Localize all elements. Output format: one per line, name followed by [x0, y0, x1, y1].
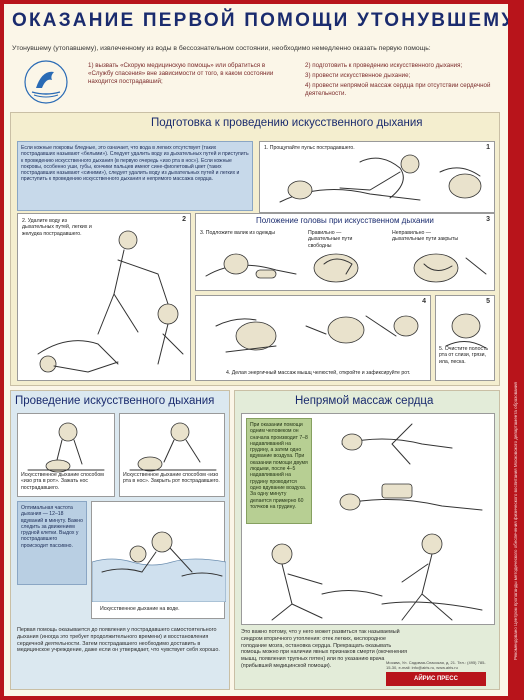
breath-panel-a: Искусственное дыхание способом «изо рта …	[17, 413, 115, 497]
massage-section: Непрямой массаж сердца При оказании помо…	[234, 390, 500, 690]
panel-5: 5 5. Очистите полость рта от слизи, гряз…	[435, 295, 495, 381]
panel-3: Положение головы при искусственном дыхан…	[195, 213, 495, 291]
panel-4-number: 4	[422, 298, 426, 305]
step-3: 3) провести искусственное дыхание;	[305, 72, 411, 79]
panel-3-caption-b: Правильно — дыхательные пути свободны	[308, 230, 353, 249]
panel-3-caption-c: Неправильно — дыхательные пути закрыты	[392, 230, 459, 243]
steps-list: 1) вызвать «Скорую медицинскую помощь» и…	[88, 62, 504, 100]
panel-2-number: 2	[182, 216, 186, 223]
prep-info: Если кожные покровы бледные, это означае…	[17, 141, 253, 211]
poster: Оказание первой помощи утонувшему Утонув…	[4, 4, 508, 696]
steps-col-right: 2) подготовить к проведению искусственно…	[305, 62, 504, 100]
panel-2: 2. Удалите воду из дыхательных путей, ле…	[17, 213, 191, 381]
heart-massage-illustration	[271, 423, 483, 621]
panel-3-number: 3	[486, 216, 490, 223]
panel-2-caption: 2. Удалите воду из дыхательных путей, ле…	[22, 218, 92, 237]
panel-5-number: 5	[486, 298, 490, 305]
head-position-illustration	[205, 253, 487, 283]
prep-section: Подготовка к проведению искусственного д…	[10, 112, 500, 386]
sidebar-text: Рекомендовано Центром пропаганды методич…	[513, 382, 518, 660]
publisher-contact: Москва, Ул. Садовая-Спасская, д. 21. Тел…	[386, 660, 486, 670]
pulse-check-illustration	[279, 154, 482, 203]
publisher-name: АЙРИС ПРЕСС	[414, 676, 458, 682]
step-1: 1) вызвать «Скорую медицинскую помощь» и…	[88, 62, 274, 85]
massage-note: Это важно потому, что у него может разви…	[241, 629, 407, 669]
step-4: 4) провести непрямой массаж сердца при о…	[305, 82, 491, 97]
breath-title: Проведение искусственного дыхания	[15, 395, 215, 407]
massage-info: При оказании помощи одним человеком он с…	[246, 418, 312, 524]
logo	[22, 58, 70, 106]
panel-4-caption: 4. Делая энергичный массаж мышц челюстей…	[226, 370, 411, 376]
breath-caption-c: Искусственное дыхание на воде.	[100, 606, 180, 612]
mouth-to-mouth-illustration	[27, 422, 105, 473]
dolphin-logo-icon	[24, 60, 68, 104]
water-removal-illustration	[37, 230, 184, 373]
prep-title: Подготовка к проведению искусственного д…	[151, 117, 423, 129]
water-rescue-breathing-illustration	[91, 531, 227, 603]
clean-mouth-illustration	[445, 313, 487, 349]
intro-text: Утонувшему (утопавшему), извлеченному из…	[12, 45, 431, 52]
breath-panel-c: Искусственное дыхание на воде.	[91, 501, 227, 619]
panel-1-caption: 1. Прощупайте пульс пострадавшего.	[264, 145, 355, 151]
breath-caption-b: Искусственное дыхание способом «изо рта …	[123, 472, 220, 485]
panel-4: 4 4. Делая энергичный массаж мышц челюст…	[195, 295, 431, 381]
panel-3-caption-a: 3. Подложите валик из одежды	[200, 230, 276, 236]
breath-note: Первая помощь оказывается до появления у…	[17, 627, 220, 654]
page-title: Оказание первой помощи утонувшему	[12, 10, 508, 31]
steps-col-left: 1) вызвать «Скорую медицинскую помощь» и…	[88, 62, 287, 100]
panel-5-caption: 5. Очистите полость рта от слизи, грязи,…	[439, 346, 489, 365]
massage-title: Непрямой массаж сердца	[295, 395, 434, 407]
breath-caption-a: Искусственное дыхание способом «изо рта …	[21, 472, 104, 491]
side-strip: Рекомендовано Центром пропаганды методич…	[508, 0, 524, 700]
panel-1-number: 1	[486, 144, 490, 151]
publisher-badge: АЙРИС ПРЕСС	[386, 672, 486, 686]
panel-1: 1. Прощупайте пульс пострадавшего. 1	[259, 141, 495, 213]
mouth-to-nose-illustration	[129, 422, 217, 472]
breath-section: Проведение искусственного дыхания Искусс…	[10, 390, 230, 690]
open-mouth-illustration	[215, 315, 419, 353]
massage-panel: При оказании помощи одним человеком он с…	[241, 413, 495, 625]
breath-info: Оптимальная частота дыхания — 12–18 вдув…	[17, 501, 87, 585]
head-position-title: Положение головы при искусственном дыхан…	[256, 216, 434, 225]
step-2: 2) подготовить к проведению искусственно…	[305, 62, 463, 69]
breath-panel-b: Искусственное дыхание способом «изо рта …	[119, 413, 225, 497]
